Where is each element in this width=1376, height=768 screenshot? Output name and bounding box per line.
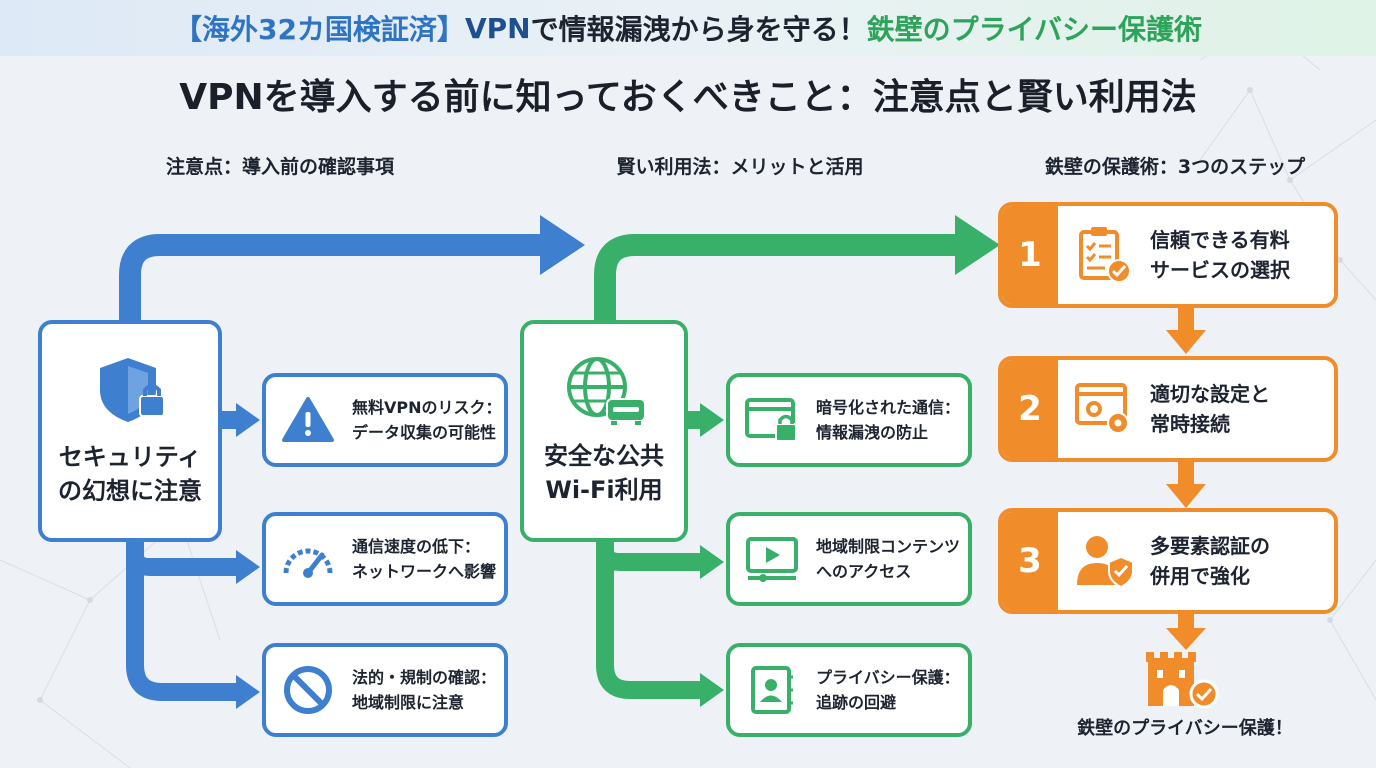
banner-verified-label: 【海外32カ国検証済】 xyxy=(173,13,465,46)
usage-item-label: 地域制限コンテンツ へのアクセス xyxy=(816,537,961,581)
usage-heading: 賢い利用法：メリットと活用 xyxy=(616,156,864,178)
usage-item-encryption: 暗号化された通信： 情報漏洩の防止 xyxy=(726,373,972,467)
step-card-2: 2 適切な設定と 常時接続 xyxy=(998,356,1338,462)
contact-book-icon xyxy=(751,666,793,714)
usage-item-label: プライバシー保護： 追跡の回避 xyxy=(816,668,960,712)
orange-arrow-stem-1 xyxy=(1178,307,1194,333)
banner-privacy-label: 鉄壁のプライバシー保護術 xyxy=(866,13,1203,46)
security-illusion-card: セキュリティ の幻想に注意 xyxy=(38,320,222,542)
blue-arrowhead-2 xyxy=(236,550,260,584)
caution-item-speed: 通信速度の低下： ネットワークへ影響 xyxy=(262,512,508,606)
prohibited-icon xyxy=(284,666,332,714)
step-card-1: 1 信頼できる有料 サービスの選択 xyxy=(998,202,1338,308)
caution-item-label: 無料VPNのリスク： データ収集の可能性 xyxy=(352,398,502,442)
blue-flow-arrow-top xyxy=(119,234,545,322)
step-card-3: 3 多要素認証の 併用で強化 xyxy=(998,508,1338,614)
caution-item-free-vpn: 無料VPNのリスク： データ収集の可能性 xyxy=(262,373,508,467)
orange-arrowhead-1 xyxy=(1166,330,1206,354)
user-shield-icon xyxy=(1077,536,1134,589)
warning-icon xyxy=(282,397,334,442)
step-label: 多要素認証の 併用で強化 xyxy=(1150,534,1270,588)
step-label: 信頼できる有料 サービスの選択 xyxy=(1150,228,1290,282)
page-title: VPNを導入する前に知っておくべきこと：注意点と賢い利用法 xyxy=(179,77,1197,118)
security-illusion-label: セキュリティ の幻想に注意 xyxy=(58,443,202,505)
green-flow-arrow-3 xyxy=(596,540,703,699)
usage-item-geo-content: 地域制限コンテンツ へのアクセス xyxy=(726,512,972,606)
orange-arrowhead-2 xyxy=(1166,484,1206,508)
caution-item-label: 通信速度の低下： ネットワークへ影響 xyxy=(352,537,497,581)
speedometer-icon xyxy=(283,548,333,578)
blue-arrowhead-top xyxy=(540,215,585,275)
cautions-heading: 注意点：導入前の確認事項 xyxy=(165,156,394,178)
orange-arrow-stem-2 xyxy=(1178,462,1194,486)
settings-window-icon xyxy=(1075,383,1129,434)
step-number: 1 xyxy=(1002,206,1058,304)
public-wifi-label: 安全な公共 Wi-Fi利用 xyxy=(544,442,664,504)
green-flow-arrow-2 xyxy=(596,540,703,571)
step-label: 適切な設定と 常時接続 xyxy=(1150,382,1270,436)
orange-arrowhead-3 xyxy=(1166,628,1206,650)
final-privacy-label: 鉄壁のプライバシー保護！ xyxy=(1077,718,1293,739)
checklist-icon xyxy=(1079,227,1131,283)
step-number: 3 xyxy=(1002,512,1058,610)
header-banner: 【海外32カ国検証済】 VPN で情報漏洩から身を守る！ 鉄壁のプライバシー保護… xyxy=(0,0,1376,56)
green-arrowhead-2 xyxy=(700,545,724,579)
caution-item-legal: 法的・規制の確認： 地域制限に注意 xyxy=(262,643,508,737)
green-arrowhead-top xyxy=(955,215,1000,275)
usage-item-privacy: プライバシー保護： 追跡の回避 xyxy=(726,643,972,737)
green-flow-arrow-top xyxy=(594,234,960,322)
castle-check-icon xyxy=(1146,652,1219,709)
browser-lock-icon xyxy=(745,398,797,442)
green-arrowhead-3 xyxy=(700,673,724,707)
shield-lock-icon xyxy=(100,358,165,422)
banner-protect-label: で情報漏洩から身を守る！ xyxy=(530,13,867,46)
caution-item-label: 法的・規制の確認： 地域制限に注意 xyxy=(352,668,497,712)
blue-arrowhead-3 xyxy=(236,675,260,709)
globe-router-icon xyxy=(567,357,646,425)
steps-heading: 鉄壁の保護術：3つのステップ xyxy=(1044,156,1306,178)
orange-arrow-stem-3 xyxy=(1178,614,1194,632)
video-player-icon xyxy=(746,537,798,582)
usage-item-label: 暗号化された通信： 情報漏洩の防止 xyxy=(816,398,961,442)
green-arrowhead-1 xyxy=(700,403,724,437)
public-wifi-card: 安全な公共 Wi-Fi利用 xyxy=(520,320,688,542)
blue-flow-arrow-3 xyxy=(126,540,238,701)
blue-arrowhead-1 xyxy=(236,403,260,437)
banner-vpn-label: VPN xyxy=(464,11,531,45)
step-number: 2 xyxy=(1002,360,1058,458)
blue-flow-arrow-2 xyxy=(126,540,238,576)
